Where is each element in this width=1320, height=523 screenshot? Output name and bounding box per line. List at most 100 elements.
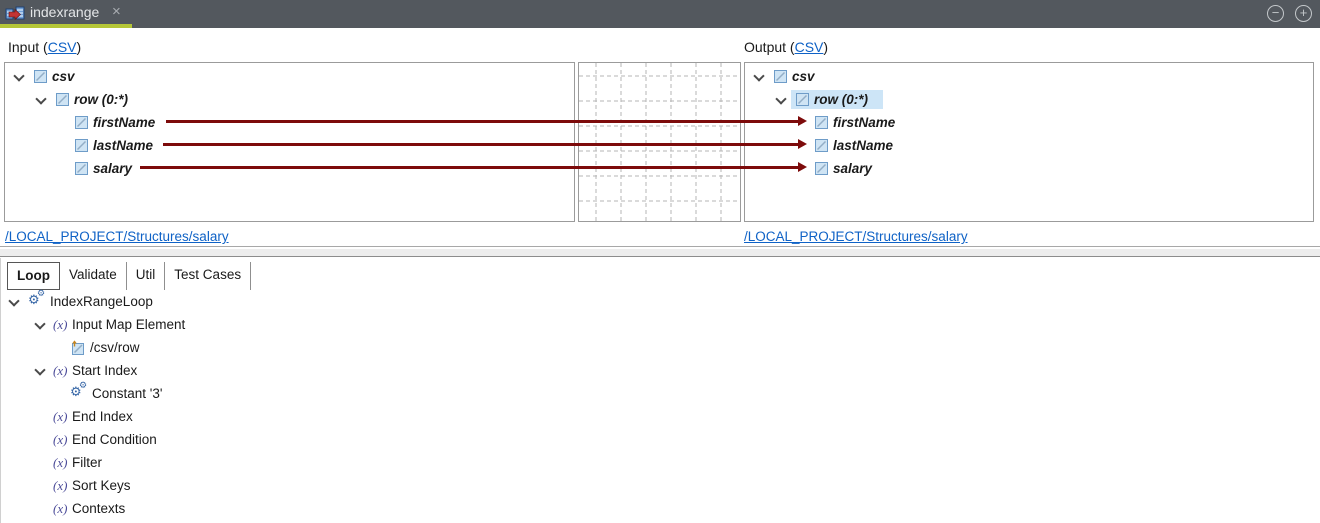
chevron-down-icon[interactable] (34, 318, 46, 330)
input-row-salary[interactable]: salary (5, 157, 574, 180)
loop-row-constant-3[interactable]: ⚙⚙ Constant '3' (0, 382, 1320, 405)
input-row-row[interactable]: row (0:*) (5, 88, 574, 111)
node-label: Start Index (72, 363, 138, 378)
element-icon (815, 116, 828, 129)
output-row-salary[interactable]: salary (745, 157, 1313, 180)
tab-util[interactable]: Util (126, 262, 166, 290)
expression-icon: (x) (53, 409, 68, 424)
node-label: End Condition (72, 432, 157, 447)
node-label: End Index (72, 409, 133, 424)
loop-row-end-condition[interactable]: (x) End Condition (0, 428, 1320, 451)
gears-icon: ⚙⚙ (28, 289, 46, 308)
mapping-arrowhead (798, 116, 807, 126)
active-tab-underline (0, 24, 132, 28)
element-icon (56, 93, 69, 106)
output-row-lastname[interactable]: lastName (745, 134, 1313, 157)
chevron-down-icon[interactable] (34, 364, 46, 376)
tab-loop[interactable]: Loop (7, 262, 60, 290)
element-icon (796, 93, 809, 106)
element-icon (75, 162, 88, 175)
loop-row-input-map-element[interactable]: (x) Input Map Element (0, 313, 1320, 336)
mapping-line-lastname[interactable] (163, 143, 798, 146)
zoom-out-button[interactable]: − (1267, 5, 1284, 22)
node-label: IndexRangeLoop (50, 294, 153, 309)
element-up-arrow-icon (72, 340, 84, 355)
mapping-file-icon (5, 6, 25, 21)
section-divider (0, 246, 1320, 247)
input-structure-link[interactable]: /LOCAL_PROJECT/Structures/salary (5, 229, 229, 244)
close-icon[interactable]: × (112, 3, 121, 20)
lower-panel-edge (0, 258, 1, 523)
mapping-line-firstname[interactable] (166, 120, 798, 123)
loop-row-end-index[interactable]: (x) End Index (0, 405, 1320, 428)
node-label: Constant '3' (92, 386, 163, 401)
editor-tab-title[interactable]: indexrange (30, 4, 100, 20)
node-label: lastName (93, 138, 154, 153)
element-icon (815, 162, 828, 175)
node-label: salary (93, 161, 133, 176)
input-label-suffix: ) (76, 39, 82, 55)
chevron-down-icon[interactable] (753, 70, 765, 82)
output-row-row-selected[interactable]: row (0:*) (745, 88, 1313, 111)
loop-row-indexrangeloop[interactable]: ⚙⚙ IndexRangeLoop (0, 290, 1320, 313)
node-label: firstName (93, 115, 156, 130)
output-row-csv[interactable]: csv (745, 65, 1313, 88)
properties-tab-strip: Loop Validate Util Test Cases (7, 262, 252, 290)
expression-icon: (x) (53, 455, 68, 470)
node-label: Sort Keys (72, 478, 131, 493)
input-row-csv[interactable]: csv (5, 65, 574, 88)
loop-row-filter[interactable]: (x) Filter (0, 451, 1320, 474)
input-structure-panel: csv row (0:*) firstName lastName salary (4, 62, 575, 222)
mapping-arrowhead (798, 162, 807, 172)
zoom-in-button[interactable]: + (1295, 5, 1312, 22)
input-row-lastname[interactable]: lastName (5, 134, 574, 157)
node-label: row (0:*) (814, 92, 868, 107)
expression-icon: (x) (53, 317, 68, 332)
connection-grid-panel (578, 62, 741, 222)
selection-highlight (791, 90, 883, 109)
mapping-line-salary[interactable] (140, 166, 798, 169)
loop-row-contexts[interactable]: (x) Contexts (0, 497, 1320, 520)
node-label: Contexts (72, 501, 126, 516)
input-label: Input ( (8, 39, 48, 55)
loop-row-sort-keys[interactable]: (x) Sort Keys (0, 474, 1320, 497)
output-header: Output (CSV) (744, 39, 828, 55)
element-icon (774, 70, 787, 83)
element-icon (75, 139, 88, 152)
loop-row-start-index[interactable]: (x) Start Index (0, 359, 1320, 382)
element-icon (75, 116, 88, 129)
node-label: /csv/row (90, 340, 140, 355)
input-csv-link[interactable]: CSV (47, 39, 77, 55)
output-structure-link[interactable]: /LOCAL_PROJECT/Structures/salary (744, 229, 968, 244)
node-label: Filter (72, 455, 102, 470)
chevron-down-icon[interactable] (775, 93, 787, 105)
tab-validate[interactable]: Validate (60, 262, 127, 290)
horizontal-splitter[interactable] (0, 248, 1320, 257)
loop-config-tree: ⚙⚙ IndexRangeLoop (x) Input Map Element … (0, 290, 1320, 523)
node-label: csv (792, 69, 815, 84)
loop-row-csv-row[interactable]: /csv/row (0, 336, 1320, 359)
node-label: firstName (833, 115, 896, 130)
output-csv-link[interactable]: CSV (794, 39, 824, 55)
grid-dashes (579, 63, 740, 221)
output-row-firstname[interactable]: firstName (745, 111, 1313, 134)
editor-tab-bar: indexrange × − + (0, 0, 1320, 28)
element-icon (815, 139, 828, 152)
output-label: Output ( (744, 39, 795, 55)
output-label-suffix: ) (823, 39, 829, 55)
chevron-down-icon[interactable] (13, 70, 25, 82)
tab-test-cases[interactable]: Test Cases (165, 262, 252, 290)
expression-icon: (x) (53, 432, 68, 447)
chevron-down-icon[interactable] (8, 295, 20, 307)
node-label: salary (833, 161, 873, 176)
node-label: lastName (833, 138, 894, 153)
input-row-firstname[interactable]: firstName (5, 111, 574, 134)
gears-icon: ⚙⚙ (70, 381, 88, 400)
input-header: Input (CSV) (8, 39, 81, 55)
expression-icon: (x) (53, 363, 68, 378)
node-label: csv (52, 69, 75, 84)
expression-icon: (x) (53, 478, 68, 493)
element-icon (34, 70, 47, 83)
chevron-down-icon[interactable] (35, 93, 47, 105)
output-structure-panel: csv row (0:*) firstName lastName salary (744, 62, 1314, 222)
